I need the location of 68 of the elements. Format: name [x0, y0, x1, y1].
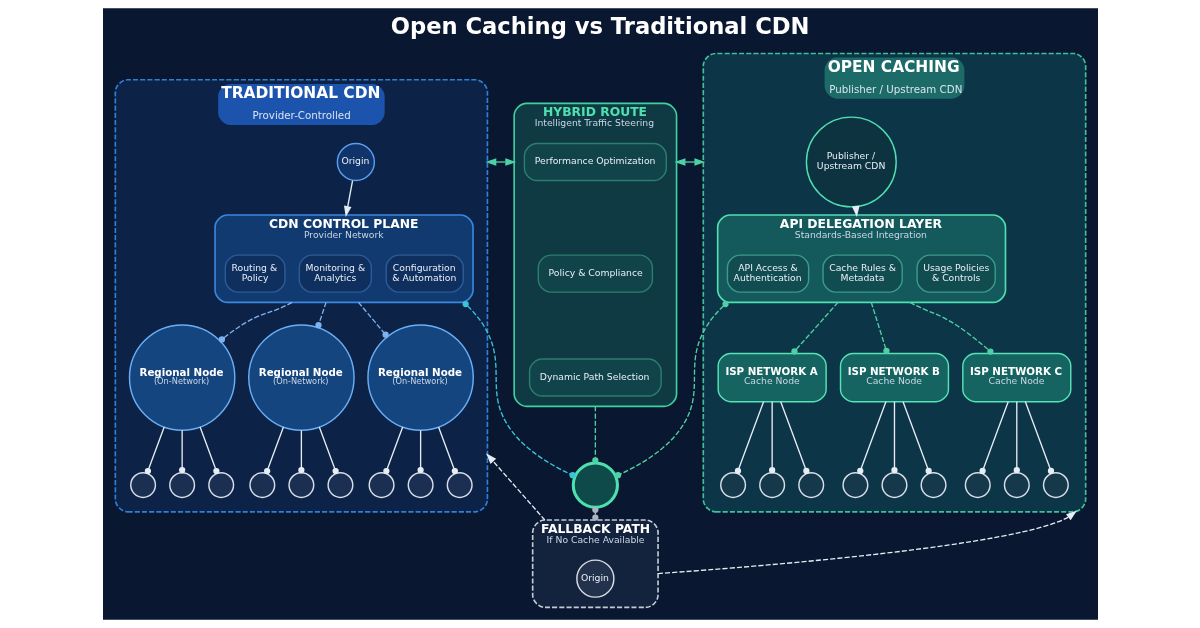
node-circle: [368, 472, 395, 499]
node-circle: Regional Node (On-Network): [128, 324, 236, 431]
connector: [890, 401, 898, 474]
node-circle: [407, 472, 434, 499]
node-box: ISP NETWORK B Cache Node: [839, 352, 949, 403]
connector: [416, 429, 424, 474]
arrow: [674, 158, 705, 166]
node-circle: [758, 472, 785, 499]
node-circle: [168, 472, 195, 499]
diagram-title: Open Caching vs Traditional CDN: [390, 12, 809, 39]
connector: [178, 429, 185, 474]
connector: [734, 401, 764, 475]
node-circle: [446, 472, 473, 499]
node-box: Usage Policies & Controls: [915, 254, 996, 293]
node-circle: [1003, 472, 1030, 499]
connector: [297, 429, 305, 474]
node-box: API Access & Authentication: [726, 254, 809, 293]
node-circle: [326, 472, 353, 499]
node-box: ISP NETWORK C Cache Node: [961, 352, 1071, 403]
node-circle: [287, 472, 314, 499]
connector: [198, 426, 219, 475]
connector: [901, 401, 932, 475]
node-circle: [207, 472, 234, 499]
connector: [591, 405, 598, 464]
node-circle: [1042, 472, 1069, 499]
connector: [978, 401, 1009, 475]
connector: [856, 401, 887, 475]
arrow: [343, 179, 353, 218]
connector: [437, 426, 458, 475]
node-box: Dynamic Path Selection: [528, 358, 662, 397]
connector: [908, 301, 993, 355]
node-circle: [880, 472, 908, 499]
node-circle: [920, 472, 947, 499]
node-circle: [719, 472, 746, 499]
connector: [591, 506, 598, 521]
node-box: Cache Rules & Metadata: [821, 254, 903, 293]
connector: [1024, 401, 1054, 475]
node-circle: [248, 472, 275, 499]
connector: [779, 401, 809, 475]
node-circle: [964, 472, 991, 499]
node-circle: [841, 472, 868, 499]
arrow: [484, 158, 516, 166]
node-box: Configuration & Automation: [384, 254, 464, 293]
connector: [382, 426, 403, 475]
connector: [790, 301, 839, 355]
connector: [314, 301, 327, 329]
node-box: ISP NETWORK A Cache Node: [716, 352, 827, 403]
node-box: Policy & Compliance: [537, 254, 653, 293]
node-circle: Regional Node (On-Network): [366, 324, 474, 431]
connector: [870, 301, 890, 355]
connector: [614, 300, 729, 479]
connector: [462, 300, 576, 479]
node-circle: Origin: [336, 142, 375, 182]
node-circle: Origin: [575, 559, 615, 598]
node-box: Routing & Policy: [224, 254, 286, 293]
connector: [218, 301, 293, 343]
node-circle: [129, 472, 156, 499]
arrow: [656, 510, 1077, 575]
connector: [768, 401, 775, 474]
connector: [144, 426, 165, 475]
node-box: Performance Optimization: [523, 142, 667, 182]
connector: [357, 301, 389, 338]
connector: [263, 426, 284, 475]
node-box: Monitoring & Analytics: [298, 254, 372, 293]
arrow: [485, 453, 545, 521]
node-circle: [797, 472, 824, 499]
connector: [318, 426, 339, 475]
connector: [1013, 401, 1020, 474]
